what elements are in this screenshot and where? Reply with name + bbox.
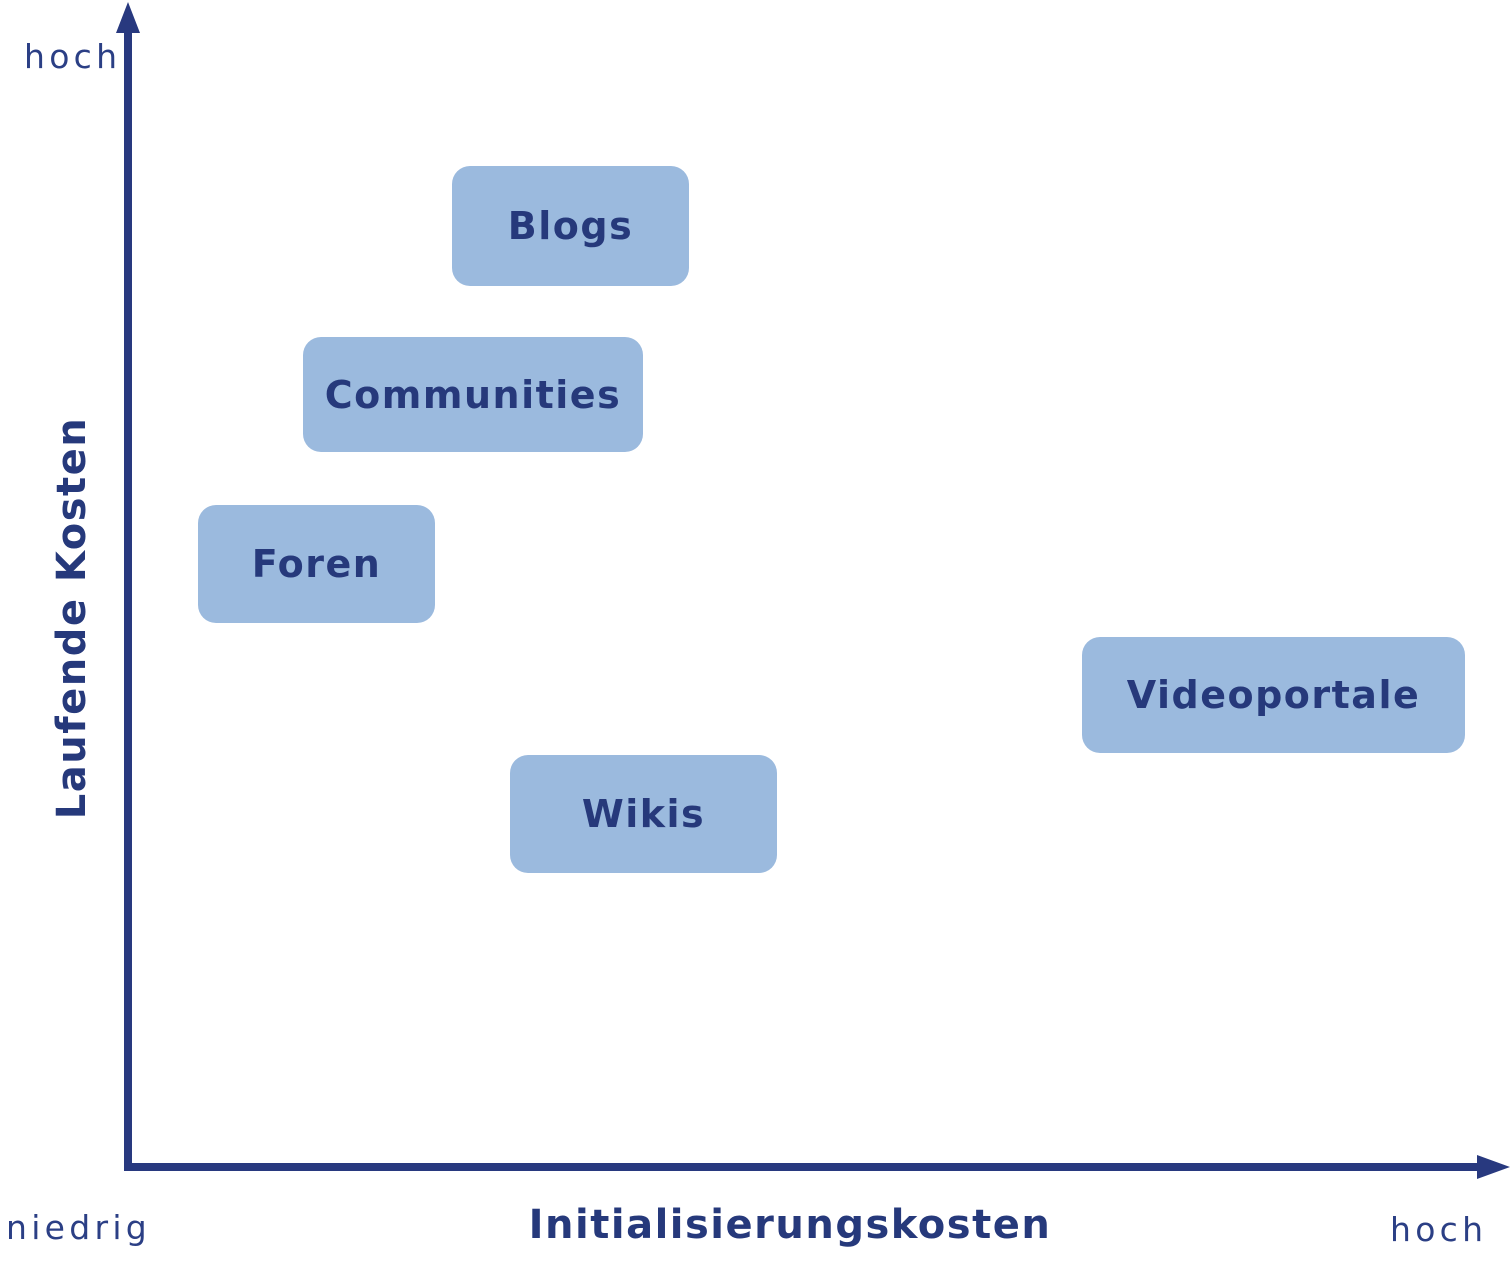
y-axis-title: Laufende Kosten (49, 416, 95, 820)
item-foren: Foren (198, 505, 435, 623)
x-axis-arrowhead-icon (1477, 1155, 1510, 1179)
item-wikis-label: Wikis (581, 792, 706, 836)
y-axis-arrowhead-icon (116, 2, 140, 33)
x-axis-title: Initialisierungskosten (528, 1202, 1052, 1248)
item-foren-label: Foren (251, 542, 382, 586)
item-videoportale-label: Videoportale (1126, 673, 1421, 717)
item-communities-label: Communities (324, 372, 622, 417)
x-axis-low-label: niedrig (6, 1208, 152, 1247)
y-axis-high-label: hoch (24, 37, 122, 76)
x-axis-high-label: hoch (1390, 1210, 1488, 1249)
item-blogs: Blogs (452, 166, 689, 286)
item-videoportale: Videoportale (1082, 637, 1465, 753)
item-wikis: Wikis (510, 755, 777, 873)
item-blogs-label: Blogs (507, 204, 634, 248)
item-communities: Communities (303, 337, 643, 452)
